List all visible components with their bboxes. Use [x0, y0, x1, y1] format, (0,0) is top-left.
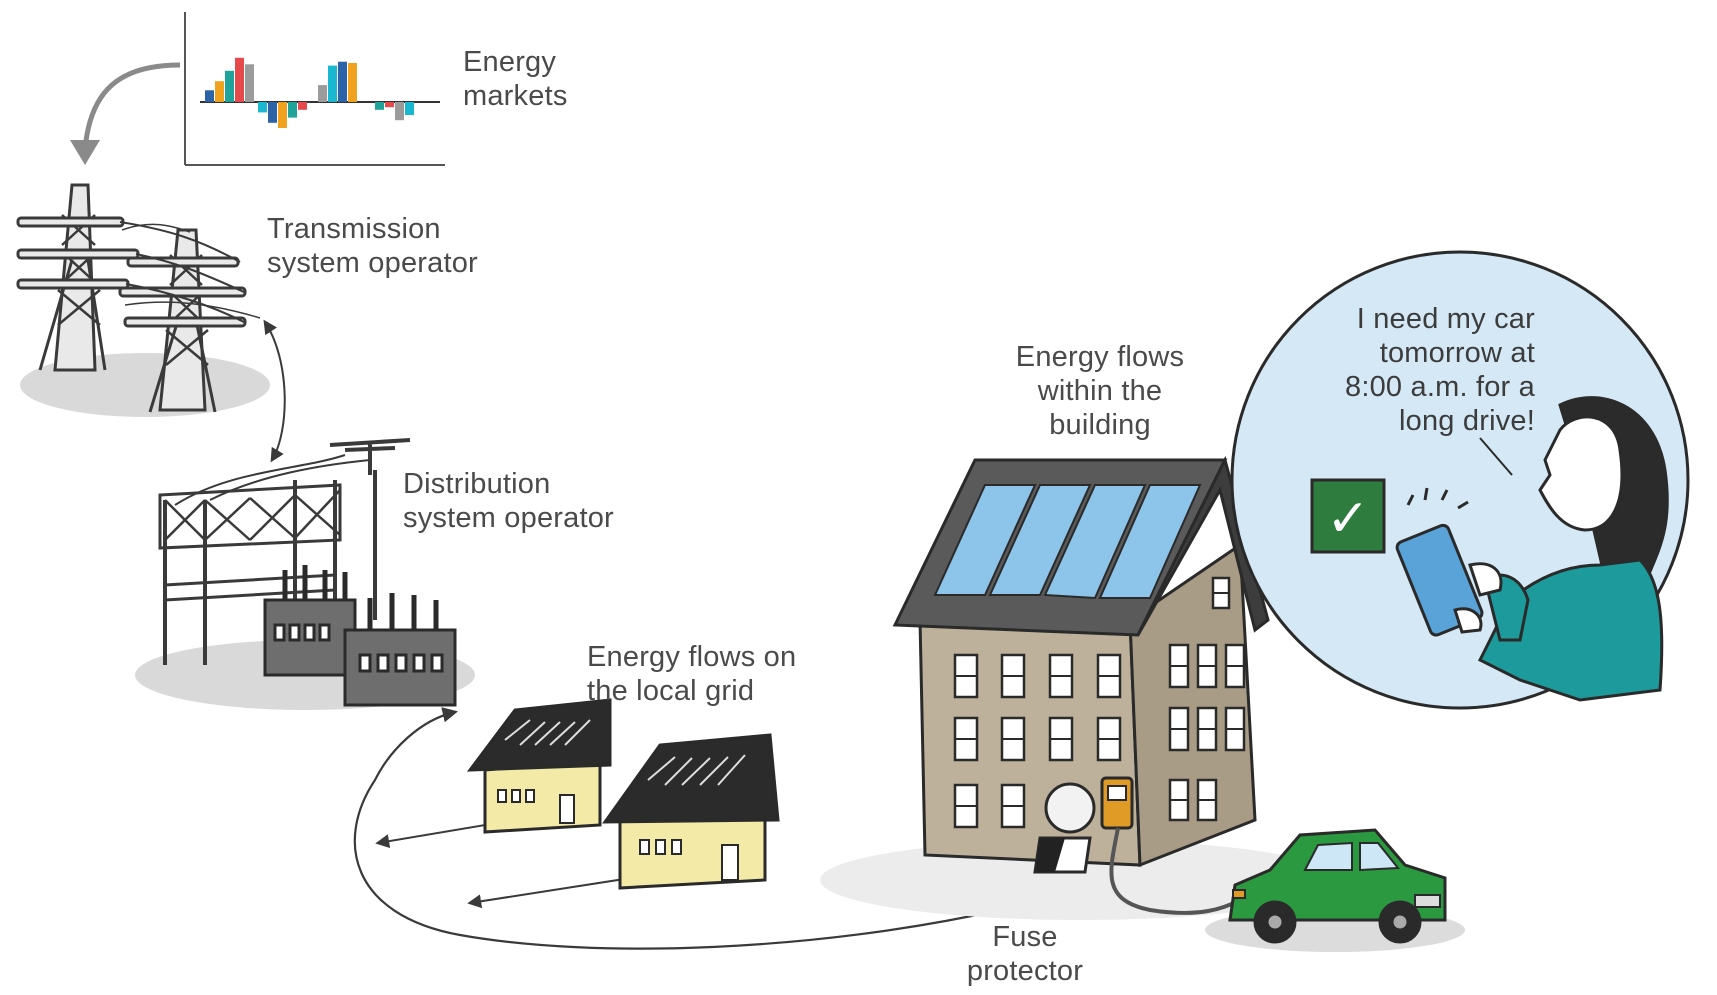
small-house-2: [602, 733, 780, 890]
check-box: [1310, 478, 1386, 554]
substation-wires: [174, 454, 371, 506]
fuse-box-shade: [1035, 838, 1065, 872]
chart-bar: [225, 70, 234, 102]
chart-bar: [245, 64, 254, 102]
energy-markets-chart: [184, 12, 445, 166]
tower-wires-back: [121, 223, 261, 319]
chart-bar: [268, 102, 277, 123]
speech-tail: [1479, 437, 1513, 476]
distribution-substation: [135, 438, 475, 710]
user-bubble: ✓: [1230, 250, 1690, 710]
solar-panels: [933, 484, 1202, 600]
chart-bar: [205, 90, 214, 102]
small-house-1: [466, 698, 612, 834]
chart-bar: [278, 102, 287, 128]
tso-dso-arrow: [263, 319, 286, 463]
building-ground-shadow: [820, 840, 1340, 920]
transformer-1: [263, 565, 357, 677]
label-building-flows: Energy flows within the building: [1015, 341, 1185, 441]
speech-text: I need my car tomorrow at 8:00 a.m. for …: [1345, 303, 1535, 437]
chart-bar: [375, 102, 384, 110]
transmission-towers: [16, 183, 270, 417]
tower-1: [16, 183, 140, 372]
excitement-marks: [1406, 487, 1469, 510]
chart-bar: [258, 102, 267, 113]
building-side-wall: [1128, 542, 1257, 868]
chart-bar: [395, 102, 404, 121]
chart-bar: [215, 81, 224, 102]
charging-cable: [1109, 827, 1241, 915]
markets-to-tso-arrow: [82, 62, 181, 151]
chart-bar: [328, 65, 337, 102]
chart-bar: [348, 63, 357, 102]
chart-bar: [338, 61, 347, 102]
building-windows: [953, 576, 1246, 829]
chart-bars: [205, 57, 414, 128]
person: [1395, 396, 1669, 702]
markets-arrowhead: [70, 140, 100, 165]
ev-charger-screen: [1107, 785, 1127, 801]
chart-bar: [235, 57, 244, 102]
check-icon: ✓: [1326, 489, 1370, 549]
transformer-2: [343, 593, 457, 707]
electric-car: [1205, 828, 1465, 952]
label-local-grid: Energy flows on the local grid: [587, 641, 797, 707]
label-energy-markets: Energy markets: [463, 46, 568, 112]
substation-frame: [158, 438, 411, 665]
chart-bar: [405, 102, 414, 115]
label-distribution-operator: Distribution system operator: [403, 468, 614, 534]
chart-bar: [385, 102, 394, 108]
label-fuse-protector: Fuse protector: [966, 921, 1084, 987]
energy-meter: [1044, 782, 1096, 834]
label-transmission-operator: Transmission system operator: [267, 213, 478, 279]
apartment-building: [820, 455, 1340, 920]
chart-bar: [318, 85, 327, 102]
chart-bar: [288, 102, 297, 118]
chart-bar: [298, 102, 307, 110]
tower-wires: [119, 221, 245, 323]
